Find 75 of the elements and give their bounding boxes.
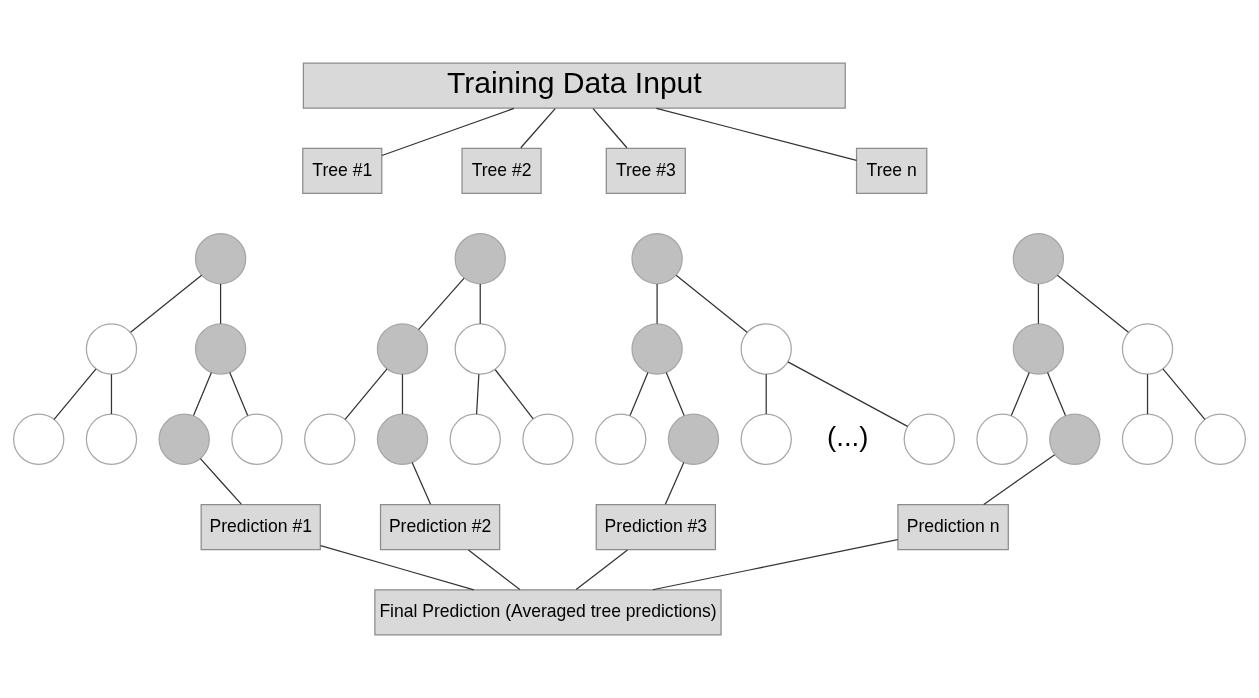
- node-circle: [454, 323, 506, 375]
- connector: [1146, 373, 1149, 415]
- connector: [467, 549, 521, 591]
- node-circle: [1121, 413, 1174, 466]
- node-circle: [667, 413, 720, 466]
- node-circle: [1121, 323, 1174, 375]
- connector: [381, 107, 515, 157]
- connector: [983, 454, 1056, 506]
- node-circle: [376, 323, 429, 375]
- node-box: Prediction n: [897, 503, 1009, 551]
- node-circle: [304, 413, 356, 466]
- node-box: Tree #2: [461, 147, 542, 195]
- connector: [199, 458, 242, 505]
- node-box: Tree #3: [605, 147, 686, 195]
- connector: [575, 549, 629, 591]
- node-circle: [631, 323, 683, 375]
- node-circle: [976, 413, 1028, 466]
- connector: [344, 368, 388, 421]
- connector: [130, 274, 203, 333]
- node-circle: [1194, 413, 1246, 466]
- node-circle: [85, 323, 138, 375]
- connector: [417, 277, 465, 331]
- node-circle: [595, 413, 647, 466]
- connector: [494, 369, 534, 420]
- node-box: Tree #1: [302, 147, 383, 195]
- node-circle: [903, 413, 955, 466]
- node-circle: [158, 413, 210, 466]
- node-circle: [194, 232, 247, 285]
- node-circle: [1012, 323, 1065, 375]
- connector: [1162, 368, 1206, 421]
- connector: [1056, 274, 1129, 333]
- node-circle: [631, 232, 683, 285]
- connector: [787, 361, 909, 427]
- connector: [592, 107, 628, 149]
- node-circle: [85, 413, 138, 466]
- connector: [765, 373, 767, 415]
- label: (...): [827, 421, 869, 453]
- node-circle: [449, 413, 501, 466]
- connector: [219, 283, 222, 325]
- connector: [110, 373, 113, 415]
- connector: [629, 371, 649, 417]
- node-circle: [740, 323, 792, 375]
- connector: [664, 461, 685, 505]
- connector: [656, 283, 658, 325]
- node-box: Tree n: [855, 147, 928, 195]
- connector: [192, 371, 213, 417]
- connector: [479, 283, 481, 325]
- connector: [475, 373, 480, 415]
- node-circle: [194, 323, 247, 375]
- node-circle: [740, 413, 792, 466]
- connector: [652, 539, 899, 591]
- node-box: Training Data Input: [302, 62, 846, 109]
- node-circle: [1012, 232, 1065, 285]
- connector: [665, 371, 685, 417]
- node-box: Final Prediction (Averaged tree predictions): [374, 589, 722, 636]
- connector: [401, 373, 404, 415]
- node-circle: [522, 413, 574, 466]
- node-circle: [231, 413, 283, 466]
- connector: [411, 461, 432, 505]
- connector: [1010, 371, 1030, 417]
- node-circle: [13, 413, 65, 466]
- connector: [675, 274, 748, 333]
- connector: [319, 545, 475, 591]
- node-box: Prediction #1: [200, 503, 321, 551]
- connector: [53, 368, 97, 421]
- node-circle: [454, 232, 506, 285]
- connector: [1046, 371, 1067, 417]
- node-box: Prediction #3: [595, 503, 717, 551]
- connector: [655, 107, 858, 162]
- connector: [520, 107, 556, 149]
- connector: [229, 371, 249, 417]
- node-circle: [1049, 413, 1101, 466]
- connector: [1037, 283, 1040, 325]
- node-box: Prediction #2: [379, 503, 501, 551]
- node-circle: [376, 413, 429, 466]
